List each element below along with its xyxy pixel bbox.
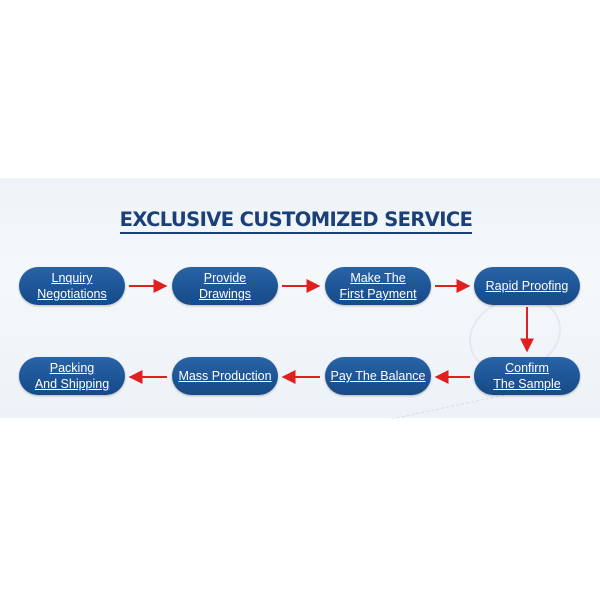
step-label: Confirm The Sample bbox=[493, 361, 561, 391]
step-label: Make The First Payment bbox=[339, 271, 417, 301]
step-mass-production: Mass Production bbox=[172, 357, 278, 395]
step-rapid-proofing: Rapid Proofing bbox=[474, 267, 580, 305]
step-label: Packing And Shipping bbox=[34, 361, 110, 391]
step-provide-drawings: Provide Drawings bbox=[172, 267, 278, 305]
step-label: Rapid Proofing bbox=[485, 279, 569, 293]
step-label: Lnquiry Negotiations bbox=[37, 271, 107, 301]
step-label: Pay The Balance bbox=[330, 369, 426, 383]
step-inquiry-negotiations: Lnquiry Negotiations bbox=[19, 267, 125, 305]
step-first-payment: Make The First Payment bbox=[325, 267, 431, 305]
step-packing-shipping: Packing And Shipping bbox=[19, 357, 125, 395]
step-confirm-sample: Confirm The Sample bbox=[474, 357, 580, 395]
step-label: Mass Production bbox=[178, 369, 272, 383]
step-label: Provide Drawings bbox=[198, 271, 252, 301]
step-pay-balance: Pay The Balance bbox=[325, 357, 431, 395]
diagram-title: EXCLUSIVE CUSTOMIZED SERVICE bbox=[0, 208, 592, 234]
diagram-title-text: EXCLUSIVE CUSTOMIZED SERVICE bbox=[119, 208, 473, 234]
